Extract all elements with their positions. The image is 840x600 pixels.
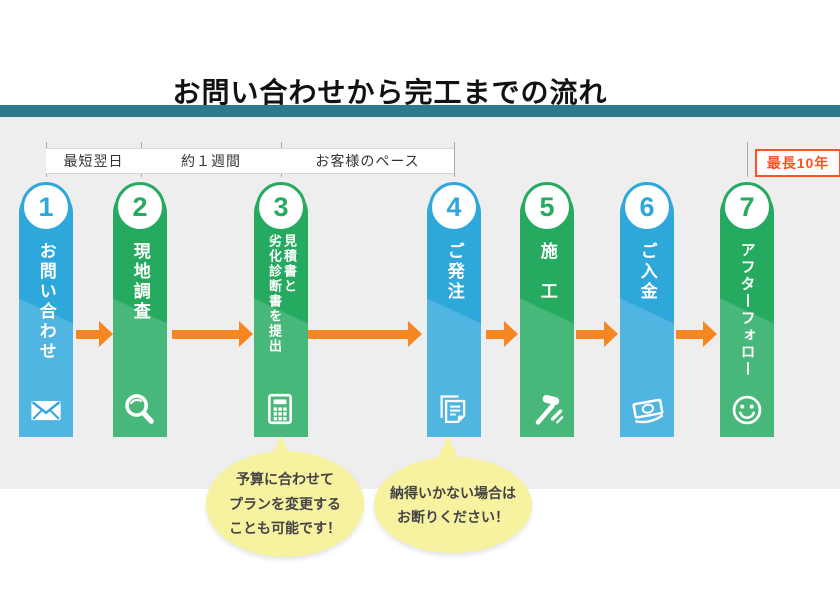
- step-column-estimate: 3 見積書と 劣化診断書を提出: [254, 182, 308, 437]
- step-number-badge: 2: [115, 182, 165, 232]
- step-column-site-survey: 2 現地調査: [113, 182, 167, 437]
- magnifier-icon: [122, 392, 158, 428]
- step-number-badge: 5: [522, 182, 572, 232]
- note-bubble-decline: 納得いかない場合は お断りください！: [374, 457, 532, 553]
- duration-label: 約１週間: [141, 148, 281, 174]
- money-icon: [629, 392, 665, 428]
- flow-arrow: [172, 321, 253, 347]
- step-label: ご発注: [444, 242, 464, 302]
- timeline-tick: [454, 142, 455, 177]
- step-column-construction: 5 施 工: [520, 182, 574, 437]
- step-number-badge: 3: [256, 182, 306, 232]
- step-number-badge: 7: [722, 182, 772, 232]
- column-bar: [620, 186, 674, 437]
- step-label: お問い合わせ: [36, 242, 56, 362]
- smiley-icon: [729, 392, 765, 428]
- flow-arrow: [76, 321, 113, 347]
- step-label: 施 工: [537, 242, 557, 302]
- step-column-order: 4 ご発注: [427, 182, 481, 437]
- calculator-icon: [263, 392, 299, 428]
- step-number-badge: 4: [429, 182, 479, 232]
- document-icon: [436, 392, 472, 428]
- note-bubble-plan-change: 予算に合わせて プランを変更する ことも可能です！: [206, 451, 364, 557]
- step-number-badge: 1: [21, 182, 71, 232]
- step-label: ご入金: [637, 242, 657, 302]
- envelope-icon: [28, 392, 64, 428]
- duration-label: お客様のペース: [281, 148, 454, 174]
- flow-arrow: [486, 321, 518, 347]
- step-label: 見積書と 劣化診断書を提出: [267, 234, 297, 354]
- step-number-badge: 6: [622, 182, 672, 232]
- step-label: アフターフォロー: [738, 242, 756, 378]
- duration-label: 最短翌日: [46, 148, 141, 174]
- page-title: お問い合わせから完工までの流れ: [172, 76, 608, 108]
- step-label: 現地調査: [130, 242, 150, 322]
- title-underline: [0, 105, 840, 117]
- step-column-after-follow: 7 アフターフォロー: [720, 182, 774, 437]
- timeline-tick: [747, 142, 748, 177]
- flow-arrow: [676, 321, 717, 347]
- tools-icon: [529, 392, 565, 428]
- step-column-payment: 6 ご入金: [620, 182, 674, 437]
- flow-arrow: [576, 321, 618, 347]
- duration-label-max: 最長10年: [755, 149, 840, 177]
- flow-arrow: [308, 321, 422, 347]
- step-column-inquiry: 1 お問い合わせ: [19, 182, 73, 437]
